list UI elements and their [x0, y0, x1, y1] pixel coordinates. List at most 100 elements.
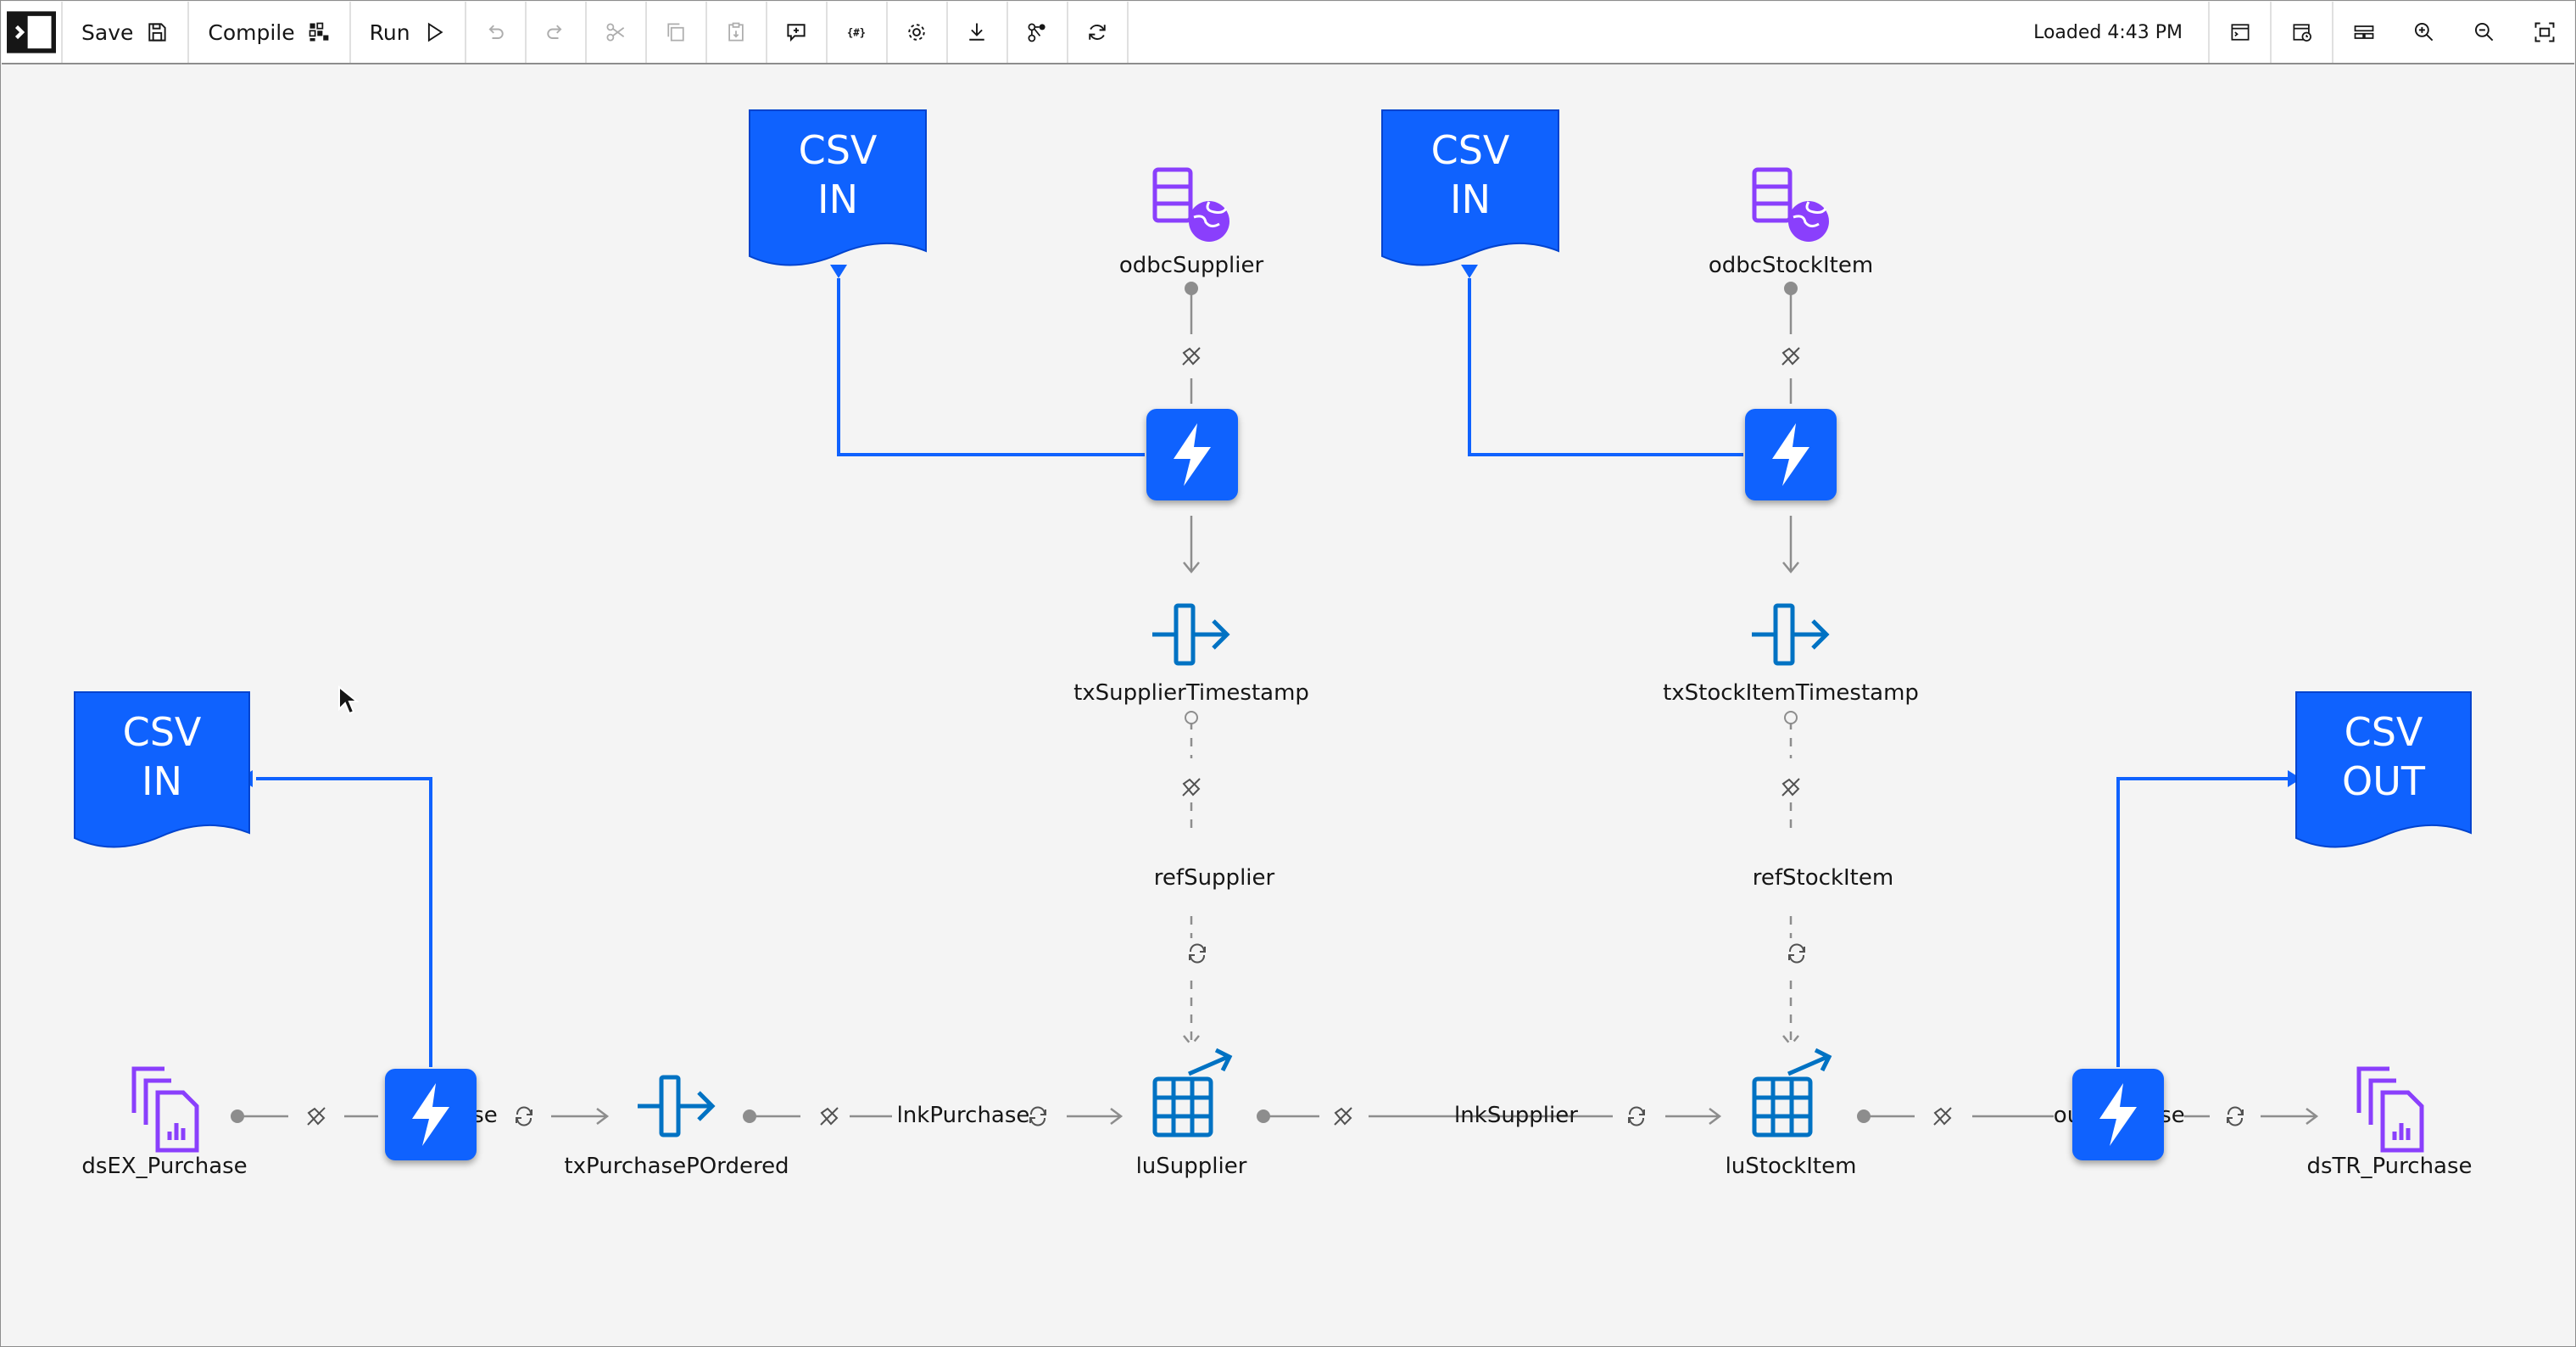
compile-label: Compile [208, 20, 295, 45]
blue-links [256, 278, 2288, 1067]
link-decorators [307, 347, 2244, 1126]
flow-connect-icon [1028, 23, 1045, 42]
comment-icon [787, 24, 806, 42]
exec-node-supplier[interactable] [1146, 409, 1238, 500]
link-ports-hollow [1185, 711, 1798, 724]
link-exec2-csvin2[interactable] [1468, 278, 1743, 456]
lightning-icon [412, 1083, 449, 1146]
link-schema-off-icon [1182, 778, 1201, 796]
console-icon [2231, 24, 2249, 41]
refresh-icon [1089, 25, 1106, 40]
arrowhead-csvout [2288, 770, 2301, 787]
mouse-cursor-icon [338, 685, 360, 715]
run-label: Run [369, 20, 410, 45]
dataset-icon [131, 1066, 199, 1153]
node-label-lu-supplier[interactable]: luSupplier [1135, 1154, 1247, 1179]
link-ports [231, 282, 1871, 1123]
transformer-icon [1152, 603, 1230, 666]
node-label-odbc-supplier[interactable]: odbcSupplier [1118, 253, 1264, 278]
csv-label-bottom: OUT [2342, 758, 2425, 804]
csv-label-bottom: IN [1450, 176, 1491, 222]
copy-button[interactable] [647, 2, 707, 63]
cut-button[interactable] [587, 2, 647, 63]
link-exec3-csvin3[interactable] [256, 777, 432, 1067]
svg-text:{#}: {#} [847, 26, 866, 38]
gray-links [237, 290, 2319, 1125]
lookup-table-icon [1752, 1048, 1832, 1137]
odbc-stockitem-icon [1752, 167, 1829, 242]
comment-button[interactable] [767, 2, 828, 63]
refresh-button[interactable] [1068, 2, 1129, 63]
csv-label-top: CSV [798, 127, 878, 173]
fit-to-screen-button[interactable] [2514, 2, 2574, 63]
link-label-ref-stockitem[interactable]: refStockItem [1752, 865, 1894, 891]
link-refresh-icon [516, 1106, 532, 1126]
node-label-lu-stockitem[interactable]: luStockItem [1725, 1154, 1857, 1179]
download-icon [969, 23, 984, 41]
fit-to-screen-icon [2534, 22, 2554, 42]
link-label-lnk-supplier[interactable]: lnkSupplier [1454, 1103, 1578, 1128]
compile-icon [309, 22, 328, 42]
parameters-icon: {#} [847, 26, 866, 38]
csv-label-top: CSV [2344, 709, 2423, 755]
csv-label-bottom: IN [817, 176, 858, 222]
loaded-status: Loaded 4:43 PM [2033, 21, 2183, 43]
node-label-odbc-stockitem[interactable]: odbcStockItem [1708, 253, 1874, 278]
csv-label-bottom: IN [142, 758, 182, 804]
exec-node-stockitem[interactable] [1745, 409, 1837, 500]
link-schema-off-icon [1781, 778, 1800, 796]
run-button[interactable]: Run [351, 2, 466, 63]
run-icon [427, 22, 443, 42]
layout-icon [2354, 25, 2373, 39]
lightning-icon [1772, 423, 1809, 486]
link-label-lnk-purchase[interactable]: lnkPurchase [896, 1103, 1030, 1128]
node-label-tx-purchase-pordered[interactable]: txPurchasePOrdered [564, 1154, 789, 1179]
console-button[interactable] [2208, 2, 2270, 63]
flow-connect-button[interactable] [1008, 2, 1068, 63]
zoom-in-button[interactable] [2394, 2, 2454, 63]
download-button[interactable] [948, 2, 1008, 63]
cut-icon [606, 23, 625, 42]
link-schema-off-icon [307, 1107, 326, 1126]
link-label-partial: se [2160, 1103, 2185, 1128]
link-schema-off-icon [820, 1107, 839, 1126]
exec-node-output[interactable] [2072, 1069, 2164, 1160]
dataset-icon [2356, 1066, 2424, 1153]
lightning-icon [2099, 1083, 2137, 1146]
paste-button[interactable] [707, 2, 767, 63]
flow-links-layer [74, 109, 2472, 1153]
compile-button[interactable]: Compile [189, 2, 351, 63]
save-label: Save [81, 20, 134, 45]
link-exec4-csvout[interactable] [2116, 777, 2288, 1067]
layout-button[interactable] [2332, 2, 2394, 63]
node-label-ds-tr-purchase[interactable]: dsTR_Purchase [2306, 1154, 2473, 1179]
link-refresh-icon [1788, 943, 1805, 964]
settings-button[interactable] [888, 2, 948, 63]
node-label-ds-ex-purchase[interactable]: dsEX_Purchase [81, 1154, 248, 1179]
link-refresh-icon [1189, 943, 1206, 964]
schedule-button[interactable] [2270, 2, 2332, 63]
link-schema-off-icon [1781, 347, 1800, 366]
link-refresh-icon [1628, 1106, 1645, 1126]
copy-icon [667, 23, 684, 42]
save-button[interactable]: Save [63, 2, 190, 63]
zoom-out-button[interactable] [2454, 2, 2514, 63]
palette-toggle-button[interactable] [2, 2, 63, 63]
transformer-icon [1752, 603, 1830, 666]
link-exec1-csvin1[interactable] [837, 278, 1145, 456]
parameters-button[interactable]: {#} [828, 2, 888, 63]
redo-button[interactable] [527, 2, 587, 63]
link-label-ref-supplier[interactable]: refSupplier [1153, 865, 1275, 891]
undo-button[interactable] [466, 2, 527, 63]
exec-node-purchase[interactable] [385, 1069, 477, 1160]
undo-icon [488, 25, 504, 39]
node-label-tx-supplier-timestamp[interactable]: txSupplierTimestamp [1073, 680, 1309, 706]
arrowhead-csvin1 [830, 265, 847, 278]
node-label-tx-stockitem-timestamp[interactable]: txStockItemTimestamp [1663, 680, 1919, 706]
settings-icon [908, 24, 925, 41]
